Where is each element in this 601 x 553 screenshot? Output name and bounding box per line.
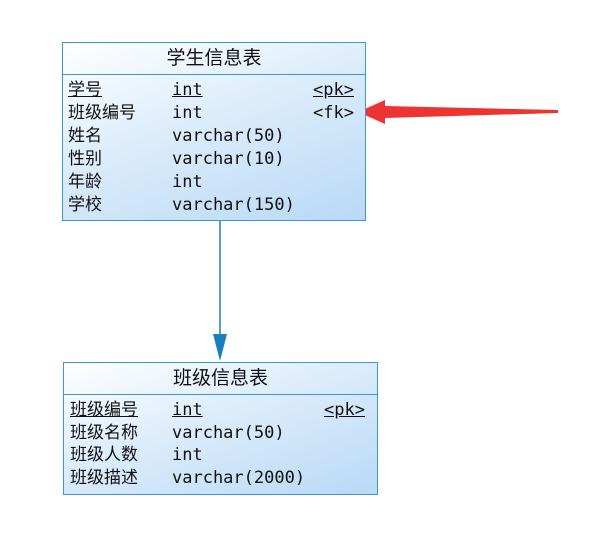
column-row[interactable]: 班级描述 varchar(2000)	[70, 467, 372, 489]
column-type: varchar(50)	[172, 126, 285, 146]
table-title: 学生信息表	[63, 43, 365, 75]
table-title: 班级信息表	[64, 363, 377, 395]
column-type: int	[172, 400, 203, 420]
column-row[interactable]: 学号 int <pk>	[68, 79, 360, 101]
column-name: 班级名称	[70, 422, 138, 443]
column-type: int	[172, 445, 203, 466]
column-key: <pk>	[324, 400, 365, 420]
column-name: 班级人数	[70, 445, 138, 466]
column-row[interactable]: 性别 varchar(10)	[68, 148, 360, 170]
column-name: 班级描述	[70, 468, 138, 489]
column-type: varchar(50)	[172, 422, 285, 443]
column-type: int	[172, 103, 203, 123]
column-key: <fk>	[313, 103, 354, 123]
column-row[interactable]: 班级编号 int <fk>	[68, 102, 360, 124]
column-row[interactable]: 学校 varchar(150)	[68, 194, 360, 216]
column-row[interactable]: 班级编号 int <pk>	[70, 399, 372, 421]
column-row[interactable]: 年龄 int	[68, 171, 360, 193]
column-name: 性别	[68, 149, 102, 169]
column-type: varchar(150)	[172, 195, 295, 215]
column-name: 学校	[68, 195, 102, 215]
table-student-info[interactable]: 学生信息表	[62, 42, 366, 221]
column-name: 班级编号	[70, 400, 138, 420]
column-key: <pk>	[313, 80, 354, 100]
column-row[interactable]: 班级人数 int	[70, 444, 372, 466]
red-annotation-arrow-icon	[358, 100, 558, 124]
column-type: int	[172, 80, 203, 100]
column-name: 学号	[68, 80, 102, 100]
column-type: varchar(10)	[172, 149, 285, 169]
column-name: 年龄	[68, 172, 102, 192]
column-name: 班级编号	[68, 103, 136, 123]
connector-arrowhead-icon	[213, 334, 227, 361]
column-type: varchar(2000)	[172, 468, 306, 489]
column-type: int	[172, 172, 203, 192]
column-row[interactable]: 姓名 varchar(50)	[68, 125, 360, 147]
column-name: 姓名	[68, 126, 102, 146]
table-class-info[interactable]: 班级信息表	[63, 362, 378, 495]
column-row[interactable]: 班级名称 varchar(50)	[70, 422, 372, 444]
